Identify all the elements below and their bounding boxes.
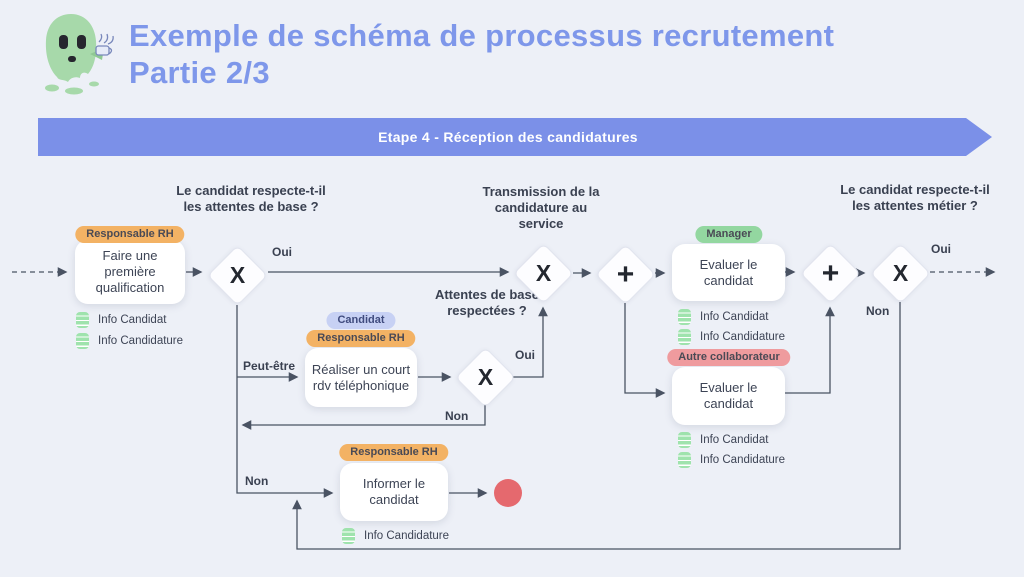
edge-label-non-rdv: Non — [445, 409, 469, 423]
datastore-row: Info Candidat — [76, 312, 166, 328]
role-badge-responsable-rh: Responsable RH — [306, 330, 416, 347]
page-title-line2: Partie 2/3 — [129, 55, 270, 90]
edge-label-oui: Oui — [272, 245, 292, 259]
ghost-blob — [65, 87, 83, 95]
role-badge-responsable-rh: Responsable RH — [339, 444, 449, 461]
datastore-label: Info Candidature — [700, 331, 786, 343]
question-attentes-respectees: Attentes de base respectées ? — [434, 287, 540, 318]
database-icon — [678, 432, 691, 448]
ghost-body — [45, 14, 97, 82]
task-evaluer-manager: Evaluer le candidat — [672, 244, 785, 301]
role-badge-autre-collaborateur: Autre collaborateur — [667, 349, 791, 366]
role-badge-responsable-rh: Responsable RH — [75, 226, 185, 243]
ghost-mouth — [68, 56, 76, 62]
task-rdv-telephonique: Réaliser un court rdv téléphonique — [305, 348, 417, 407]
datastore-label: Info Candidat — [700, 311, 769, 323]
role-badge-candidat: Candidat — [326, 312, 396, 329]
page-title: Exemple de schéma de processus recruteme… — [129, 17, 834, 91]
task-informer: Informer le candidat — [340, 463, 448, 521]
gateway-symbol: X — [535, 260, 552, 286]
gateway-symbol: X — [892, 260, 909, 286]
task-qualification: Faire une première qualification — [75, 240, 185, 304]
question-transmission: Transmission de la candidature au servic… — [482, 184, 600, 231]
ghost-blob — [45, 84, 59, 92]
connector-split-autre — [624, 303, 666, 398]
gateway-symbol: X — [229, 262, 246, 288]
ghost-coffee-sketch — [95, 33, 114, 56]
ghost-blob — [89, 81, 99, 87]
datastore-label: Info Candidat — [700, 434, 769, 446]
connector-non-to-informer — [236, 305, 334, 498]
datastore-row: Info Candidature — [678, 452, 785, 468]
question-metier: Le candidat respecte-t-il les attentes m… — [840, 182, 990, 213]
step-banner: Etape 4 - Réception des candidatures — [38, 118, 992, 156]
database-icon — [678, 329, 691, 345]
datastore-label: Info Candidat — [98, 314, 167, 326]
edge-label-non: Non — [245, 474, 269, 488]
question-base: Le candidat respecte-t-il les attentes d… — [176, 183, 326, 214]
ghost-eye — [59, 35, 68, 49]
end-event-icon — [494, 479, 522, 507]
edge-label-peut-etre: Peut-être — [243, 359, 296, 373]
ghost-eye — [77, 35, 86, 49]
datastore-label: Info Candidature — [700, 454, 786, 466]
datastore-row: Info Candidature — [76, 333, 183, 349]
task-label: Evaluer le candidat — [699, 380, 758, 411]
datastore-row: Info Candidat — [678, 432, 768, 448]
gateway-symbol: X — [477, 364, 494, 390]
connector-autre-join — [785, 306, 835, 394]
database-icon — [678, 452, 691, 468]
database-icon — [76, 333, 89, 349]
task-label: Faire une première qualification — [95, 248, 165, 295]
task-label: Informer le candidat — [362, 476, 426, 507]
role-badge-manager: Manager — [695, 226, 763, 243]
gateway-symbol: + — [616, 257, 635, 291]
connector-rdv-oui-up — [513, 306, 548, 378]
datastore-row: Info Candidat — [678, 309, 768, 325]
connector-metier-non-return — [292, 302, 901, 550]
edge-label-oui-metier: Oui — [931, 242, 951, 256]
datastore-label: Info Candidature — [98, 335, 184, 347]
datastore-row: Info Candidature — [678, 329, 785, 345]
task-evaluer-autre: Evaluer le candidat — [672, 367, 785, 425]
edge-label-non-metier: Non — [866, 304, 890, 318]
database-icon — [342, 528, 355, 544]
datastore-row: Info Candidature — [342, 528, 449, 544]
task-label: Réaliser un court rdv téléphonique — [311, 361, 411, 393]
datastore-label: Info Candidature — [364, 530, 450, 542]
mascot-ghost-icon — [45, 14, 114, 95]
edge-label-oui-rdv: Oui — [515, 348, 535, 362]
step-banner-label: Etape 4 - Réception des candidatures — [378, 129, 638, 145]
database-icon — [678, 309, 691, 325]
page-title-line1: Exemple de schéma de processus recruteme… — [129, 18, 835, 53]
database-icon — [76, 312, 89, 328]
task-label: Evaluer le candidat — [699, 256, 758, 288]
gateway-symbol: + — [821, 256, 840, 290]
connector-rdv-non-return — [241, 405, 486, 430]
